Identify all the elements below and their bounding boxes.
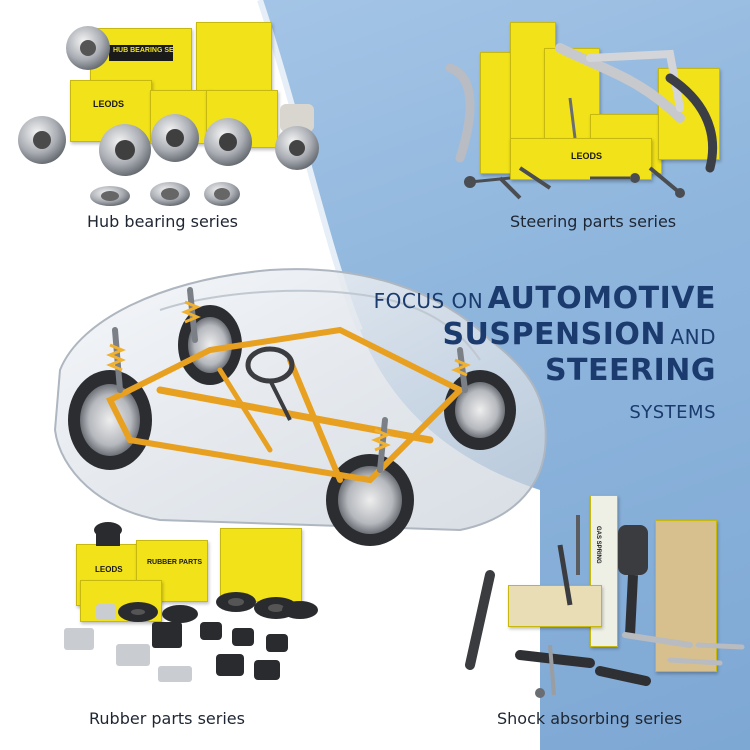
shock-absorbing-caption: Shock absorbing series bbox=[497, 709, 683, 728]
steering-parts-caption: Steering parts series bbox=[510, 212, 677, 231]
headline-and: AND bbox=[670, 325, 716, 349]
hub-bearing-caption: Hub bearing series bbox=[87, 212, 239, 231]
headline-suspension: SUSPENSION bbox=[442, 317, 666, 352]
headline-systems: SYSTEMS bbox=[629, 402, 716, 423]
headline-focus-on: FOCUS ON bbox=[373, 289, 484, 313]
rubber-parts-caption: Rubber parts series bbox=[89, 709, 245, 728]
shock-absorber-parts-icon bbox=[465, 515, 745, 698]
headline-automotive: AUTOMOTIVE bbox=[487, 281, 716, 316]
rubber-parts-products: LEODS RUBBER PARTS bbox=[40, 510, 330, 700]
front-left-wheel bbox=[68, 370, 152, 470]
hub-bearing-products: HUB BEARING SERIES LEODS bbox=[10, 18, 340, 208]
hub-bearing-box-top bbox=[196, 22, 272, 94]
steering-parts-icon bbox=[445, 43, 718, 200]
hub-bearing-parts-icon bbox=[18, 26, 319, 206]
steering-box-front: LEODS bbox=[510, 138, 652, 180]
shock-box-long bbox=[508, 585, 602, 627]
headline: FOCUS ON AUTOMOTIVE SUSPENSION AND STEER… bbox=[374, 284, 716, 422]
headline-steering: STEERING bbox=[544, 353, 716, 388]
car-chassis-illustration bbox=[53, 268, 547, 546]
steering-parts-products: LEODS bbox=[440, 18, 740, 208]
front-right-wheel bbox=[326, 454, 414, 546]
rubber-parts-icon bbox=[64, 522, 318, 682]
shock-absorbing-products: GAS SPRING bbox=[450, 495, 745, 705]
